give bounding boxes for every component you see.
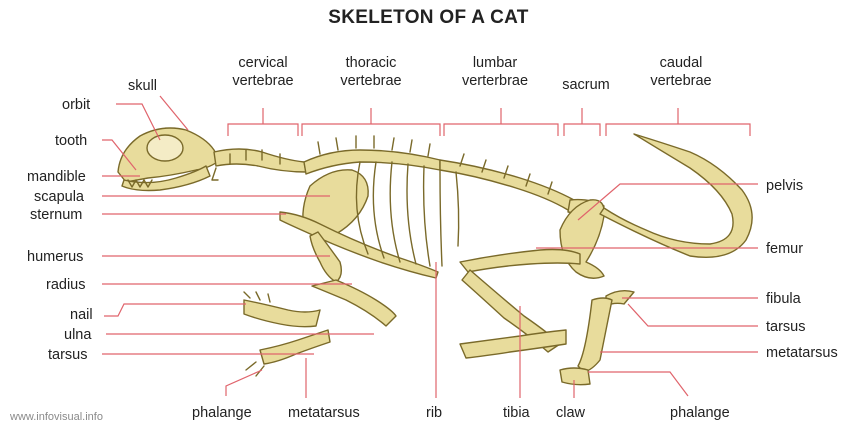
phalange-right-leader <box>588 372 688 396</box>
label-ulna: ulna <box>64 326 91 344</box>
label-caudal-line-2: vertebrae <box>644 72 718 90</box>
label-phalange-left: phalange <box>192 404 252 422</box>
lumbar-bracket <box>444 108 558 136</box>
label-sacrum: sacrum <box>556 76 616 94</box>
label-thoracic-line-2: vertebrae <box>334 72 408 90</box>
label-cervical-line-1: cervical <box>226 54 300 72</box>
label-metatarsus-bottom: metatarsus <box>288 404 360 422</box>
label-thoracic-line-1: thoracic <box>334 54 408 72</box>
skull-leader <box>160 96 188 130</box>
tarsus-right-leader <box>628 304 758 326</box>
label-phalange-right: phalange <box>670 404 730 422</box>
label-tarsus-right: tarsus <box>766 318 806 336</box>
label-rib: rib <box>426 404 442 422</box>
label-pelvis: pelvis <box>766 177 803 195</box>
label-radius: radius <box>46 276 86 294</box>
sacrum-bracket <box>564 108 600 136</box>
caudal-bracket <box>606 108 750 136</box>
source-credit: www.infovisual.info <box>10 411 103 423</box>
label-scapula: scapula <box>34 188 84 206</box>
diagram-title: SKELETON OF A CAT <box>0 7 857 29</box>
label-orbit: orbit <box>62 96 90 114</box>
label-tarsus-left: tarsus <box>48 346 88 364</box>
label-femur: femur <box>766 240 803 258</box>
cervical-vertebrae-bone <box>214 149 306 172</box>
label-claw: claw <box>556 404 585 422</box>
orbit-bone <box>147 135 183 161</box>
label-tibia: tibia <box>503 404 530 422</box>
label-lumbar-line-1: lumbar <box>452 54 538 72</box>
label-lumbar-line-2: verterbrae <box>452 72 538 90</box>
label-sternum: sternum <box>30 206 82 224</box>
femur-bone <box>460 250 580 273</box>
label-cervical-vertebrae: cervical vertebrae <box>226 54 300 90</box>
caudal-vertebrae-bone <box>600 134 752 257</box>
nail-leader <box>104 304 246 316</box>
label-mandible: mandible <box>27 168 86 186</box>
front-paw-bone <box>244 300 320 327</box>
pelvis-bone <box>560 200 604 278</box>
front-lower-leg-bone <box>260 330 330 364</box>
phalange-bone <box>560 368 590 385</box>
phalange-left-leader <box>226 370 262 396</box>
metatarsus-bone <box>578 298 612 372</box>
label-thoracic-vertebrae: thoracic vertebrae <box>334 54 408 90</box>
cervical-bracket <box>228 108 298 136</box>
label-humerus: humerus <box>27 248 83 266</box>
rear-foot-bone <box>460 330 566 358</box>
thoracic-vertebrae-bone <box>304 150 440 174</box>
radius-ulna-bone <box>312 280 396 326</box>
label-skull: skull <box>128 77 157 95</box>
label-fibula: fibula <box>766 290 801 308</box>
label-caudal-line-1: caudal <box>644 54 718 72</box>
label-nail: nail <box>70 306 93 324</box>
label-cervical-line-2: vertebrae <box>226 72 300 90</box>
label-lumbar-vertebrae: lumbar verterbrae <box>452 54 538 90</box>
label-metatarsus-right: metatarsus <box>766 344 838 362</box>
label-caudal-vertebrae: caudal vertebrae <box>644 54 718 90</box>
thoracic-bracket <box>302 108 440 136</box>
label-tooth: tooth <box>55 132 87 150</box>
